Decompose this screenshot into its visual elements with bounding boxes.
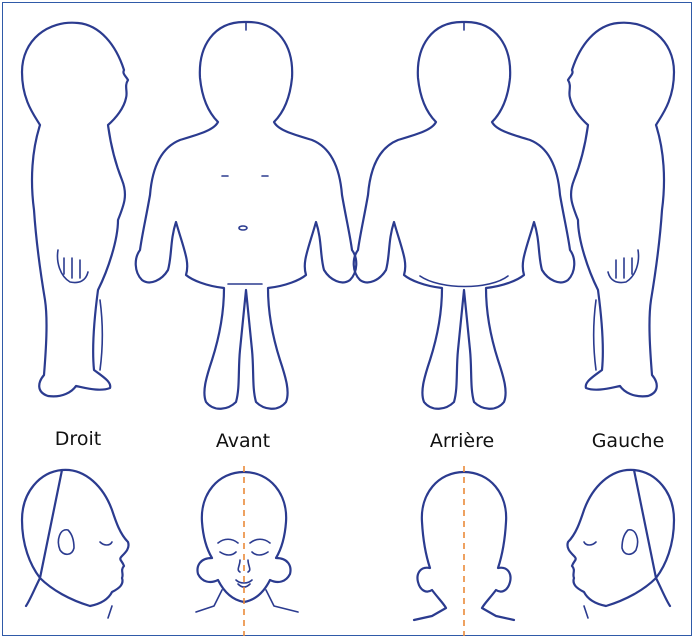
head-left-side [567, 470, 674, 618]
body-right-side [22, 23, 128, 397]
label-arriere: Arrière [402, 430, 522, 452]
body-back [354, 22, 575, 409]
label-droit: Droit [18, 428, 138, 450]
body-left-side [568, 23, 674, 397]
head-right-side [22, 470, 129, 618]
label-gauche: Gauche [568, 430, 688, 452]
body-front [136, 22, 357, 409]
head-front [196, 472, 298, 612]
label-avant: Avant [183, 430, 303, 452]
